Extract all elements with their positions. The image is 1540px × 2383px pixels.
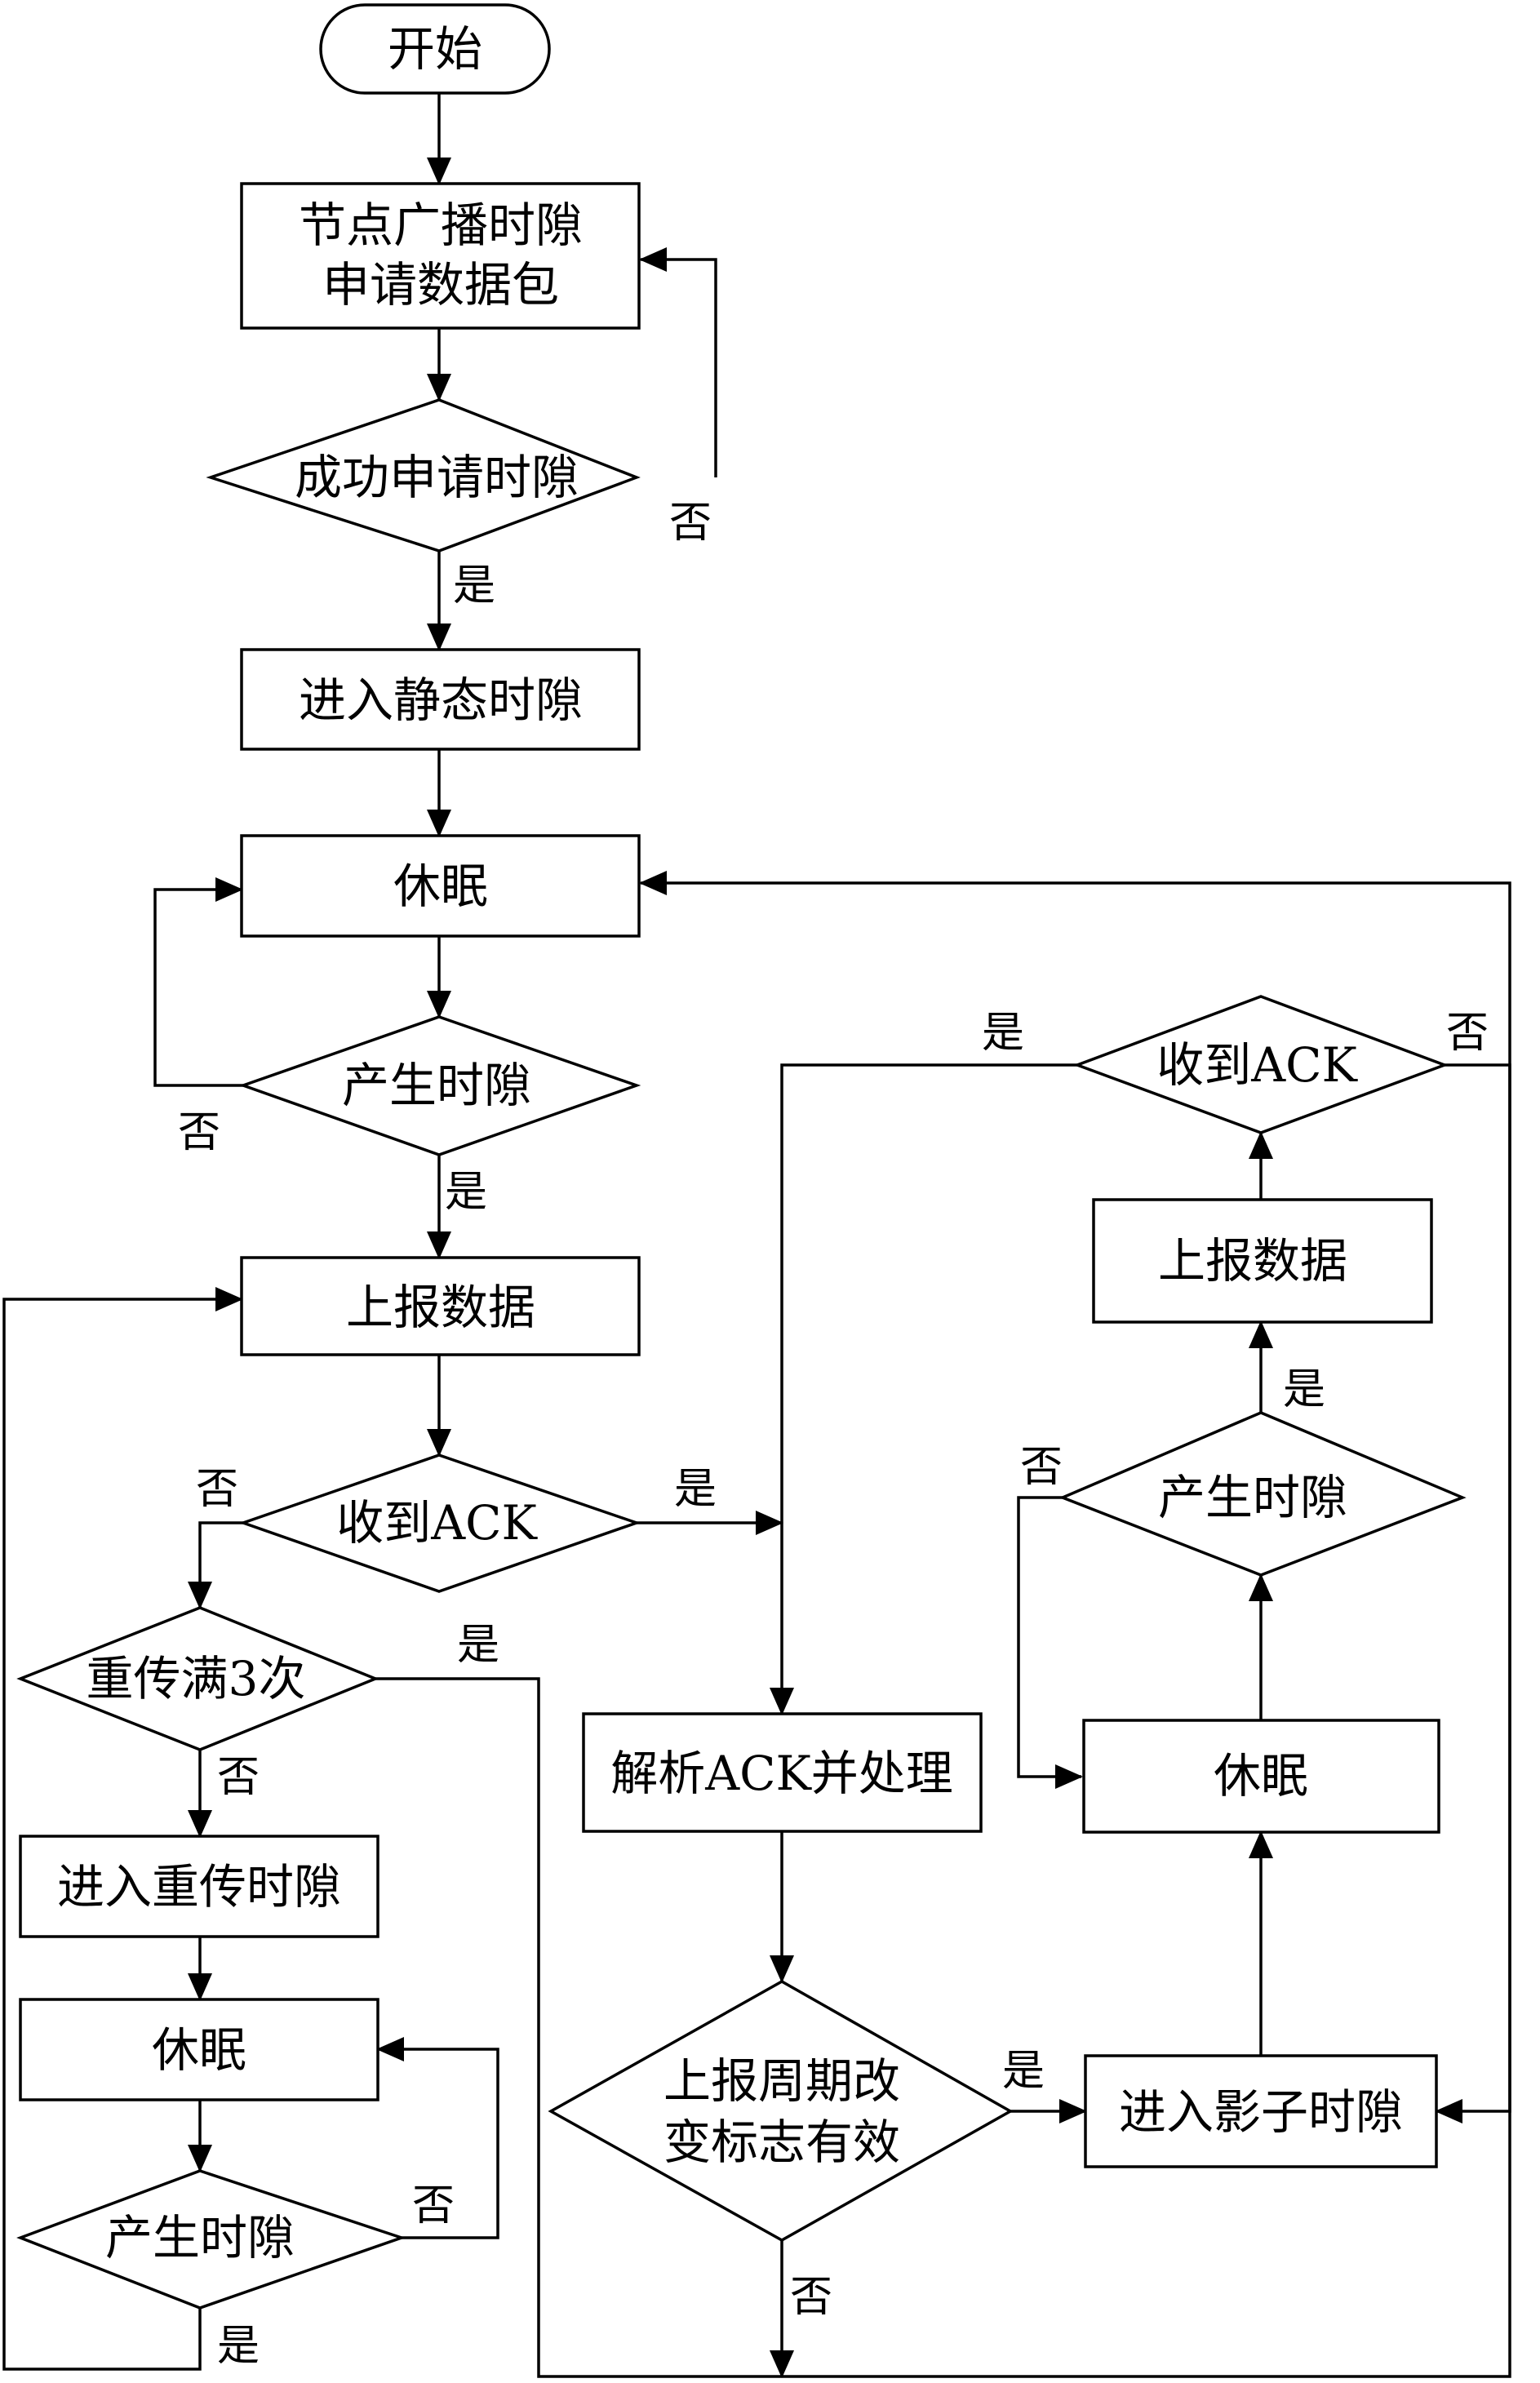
cond-gen-main-no: 否 <box>178 1108 220 1157</box>
cond-flag-no: 否 <box>790 2273 832 2322</box>
cond-ack-main-no: 否 <box>196 1465 238 1514</box>
cond-apply-no: 否 <box>669 499 712 548</box>
cond-gen-shadow-no: 否 <box>1020 1443 1063 1492</box>
sleep-main-label: 休眠 <box>393 859 488 914</box>
enter-shadow-label: 进入影子时隙 <box>1119 2084 1403 2140</box>
cond-ack-shadow-no: 否 <box>1446 1009 1489 1058</box>
node-report-shadow: 上报数据 <box>1092 1198 1433 1324</box>
arrow-apply-no-loop <box>639 247 717 477</box>
node-sleep-retrans: 休眠 <box>19 1998 379 2101</box>
arrow-gen-retrans-yes-to-report <box>2 1287 243 2371</box>
arrow-ack-shadow-no-to-shadow <box>1435 1063 1511 2123</box>
arrow-retrans-yes-up-to-sleep <box>375 871 1511 2378</box>
apply-success-label: 成功申请时隙 <box>295 450 579 505</box>
node-enter-retrans: 进入重传时隙 <box>19 1835 379 1938</box>
node-start: 开始 <box>319 3 551 95</box>
cond-ack-shadow-yes: 是 <box>982 1009 1024 1058</box>
broadcast-label-line1: 节点广播时隙 <box>299 197 583 253</box>
cond-retrans-yes: 是 <box>457 1621 499 1670</box>
arrow-ack-shadow-yes-to-parse <box>770 1063 1077 1715</box>
node-gen-slot-shadow: 产生时隙 <box>1058 1411 1467 1577</box>
node-enter-shadow: 进入影子时隙 <box>1084 2054 1438 2168</box>
cond-gen-retrans-yes: 是 <box>217 2322 260 2371</box>
report-main-label: 上报数据 <box>346 1280 535 1335</box>
sleep-retrans-label: 休眠 <box>152 2022 246 2078</box>
node-sleep-shadow: 休眠 <box>1082 1719 1440 1834</box>
parse-ack-label: 解析ACK并处理 <box>610 1746 953 1801</box>
cond-ack-main-yes: 是 <box>674 1465 717 1514</box>
condition-labels: 否 是 否 是 否 是 是 否 否 是 是 否 否 是 是 否 <box>178 499 1489 2371</box>
gen-slot-main-label: 产生时隙 <box>342 1058 531 1113</box>
node-sleep-main: 休眠 <box>240 834 641 938</box>
enter-static-label: 进入静态时隙 <box>299 672 583 728</box>
recv-ack-main-label: 收到ACK <box>336 1495 538 1551</box>
recv-ack-shadow-label: 收到ACK <box>1156 1037 1358 1093</box>
report-shadow-label: 上报数据 <box>1158 1233 1347 1289</box>
node-recv-ack-main: 收到ACK <box>238 1453 641 1593</box>
node-parse-ack: 解析ACK并处理 <box>582 1712 983 1833</box>
period-flag-label-line2: 变标志有效 <box>663 2115 900 2170</box>
node-enter-static: 进入静态时隙 <box>240 648 641 751</box>
period-flag-label-line1: 上报周期改 <box>663 2053 900 2109</box>
sleep-shadow-label: 休眠 <box>1214 1748 1308 1804</box>
enter-retrans-label: 进入重传时隙 <box>57 1859 341 1915</box>
arrow-gen-shadow-no-loop <box>1017 1496 1083 1789</box>
gen-slot-shadow-label: 产生时隙 <box>1158 1470 1347 1525</box>
node-apply-success: 成功申请时隙 <box>206 398 641 552</box>
gen-slot-retrans-label: 产生时隙 <box>105 2210 295 2265</box>
connectors <box>2 93 1511 2378</box>
node-report-main: 上报数据 <box>240 1256 641 1356</box>
retrans-full-label: 重传满3次 <box>87 1651 306 1706</box>
node-gen-slot-retrans: 产生时隙 <box>16 2169 406 2310</box>
node-broadcast: 节点广播时隙 申请数据包 <box>240 182 641 330</box>
cond-flag-yes: 是 <box>1002 2047 1045 2096</box>
node-recv-ack-shadow: 收到ACK <box>1072 995 1449 1134</box>
node-gen-slot-main: 产生时隙 <box>238 1015 641 1156</box>
broadcast-label-line2: 申请数据包 <box>322 257 559 313</box>
cond-gen-retrans-no: 否 <box>412 2181 455 2230</box>
cond-apply-yes: 是 <box>453 561 495 610</box>
start-label: 开始 <box>388 21 482 77</box>
arrow-ack-no-to-retrans <box>188 1521 243 1609</box>
node-period-flag: 上报周期改 变标志有效 <box>548 1979 1014 2243</box>
node-retrans-full: 重传满3次 <box>16 1606 379 1751</box>
cond-retrans-no: 否 <box>217 1753 260 1802</box>
cond-gen-main-yes: 是 <box>445 1168 487 1217</box>
arrow-gen-retrans-no-loop <box>376 2037 499 2239</box>
cond-gen-shadow-yes: 是 <box>1283 1365 1325 1414</box>
arrow-gen-no-loop <box>153 877 243 1087</box>
